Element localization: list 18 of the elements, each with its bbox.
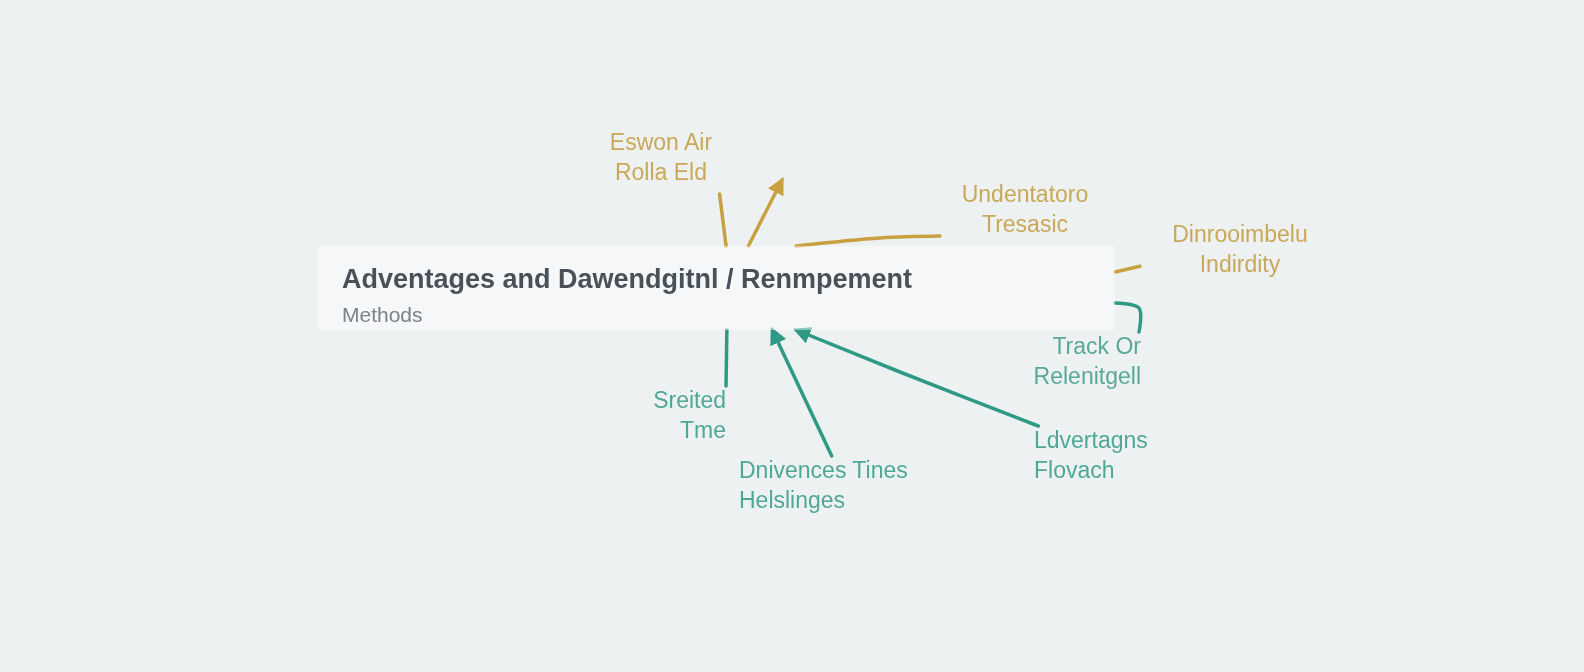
- subheading: Methods: [342, 302, 423, 329]
- title-panel: [318, 246, 1115, 330]
- callout-label: Eswon Air Rolla Eld: [608, 128, 714, 187]
- callout-label: Track Or Relenitgell: [1032, 332, 1142, 391]
- connector-line: [717, 192, 728, 248]
- arrow: [746, 176, 784, 248]
- callout-label: Sreited Tme: [652, 386, 727, 445]
- arrow: [792, 327, 1040, 428]
- connector-line: [794, 234, 942, 248]
- connector-line: [724, 328, 729, 388]
- heading: Adventages and Dawendgitnl / Renmpement: [342, 263, 913, 296]
- connector-line: [1113, 264, 1142, 274]
- callout-label: Dinrooimbelu Indirdity: [1171, 220, 1309, 279]
- arrow: [770, 326, 834, 458]
- connector-line: [1113, 301, 1143, 334]
- callout-label: Undentatoro Tresasic: [960, 180, 1090, 239]
- callout-label: Dnivences Tines Helslinges: [738, 456, 909, 515]
- callout-label: Ldvertagns Flovach: [1033, 426, 1149, 485]
